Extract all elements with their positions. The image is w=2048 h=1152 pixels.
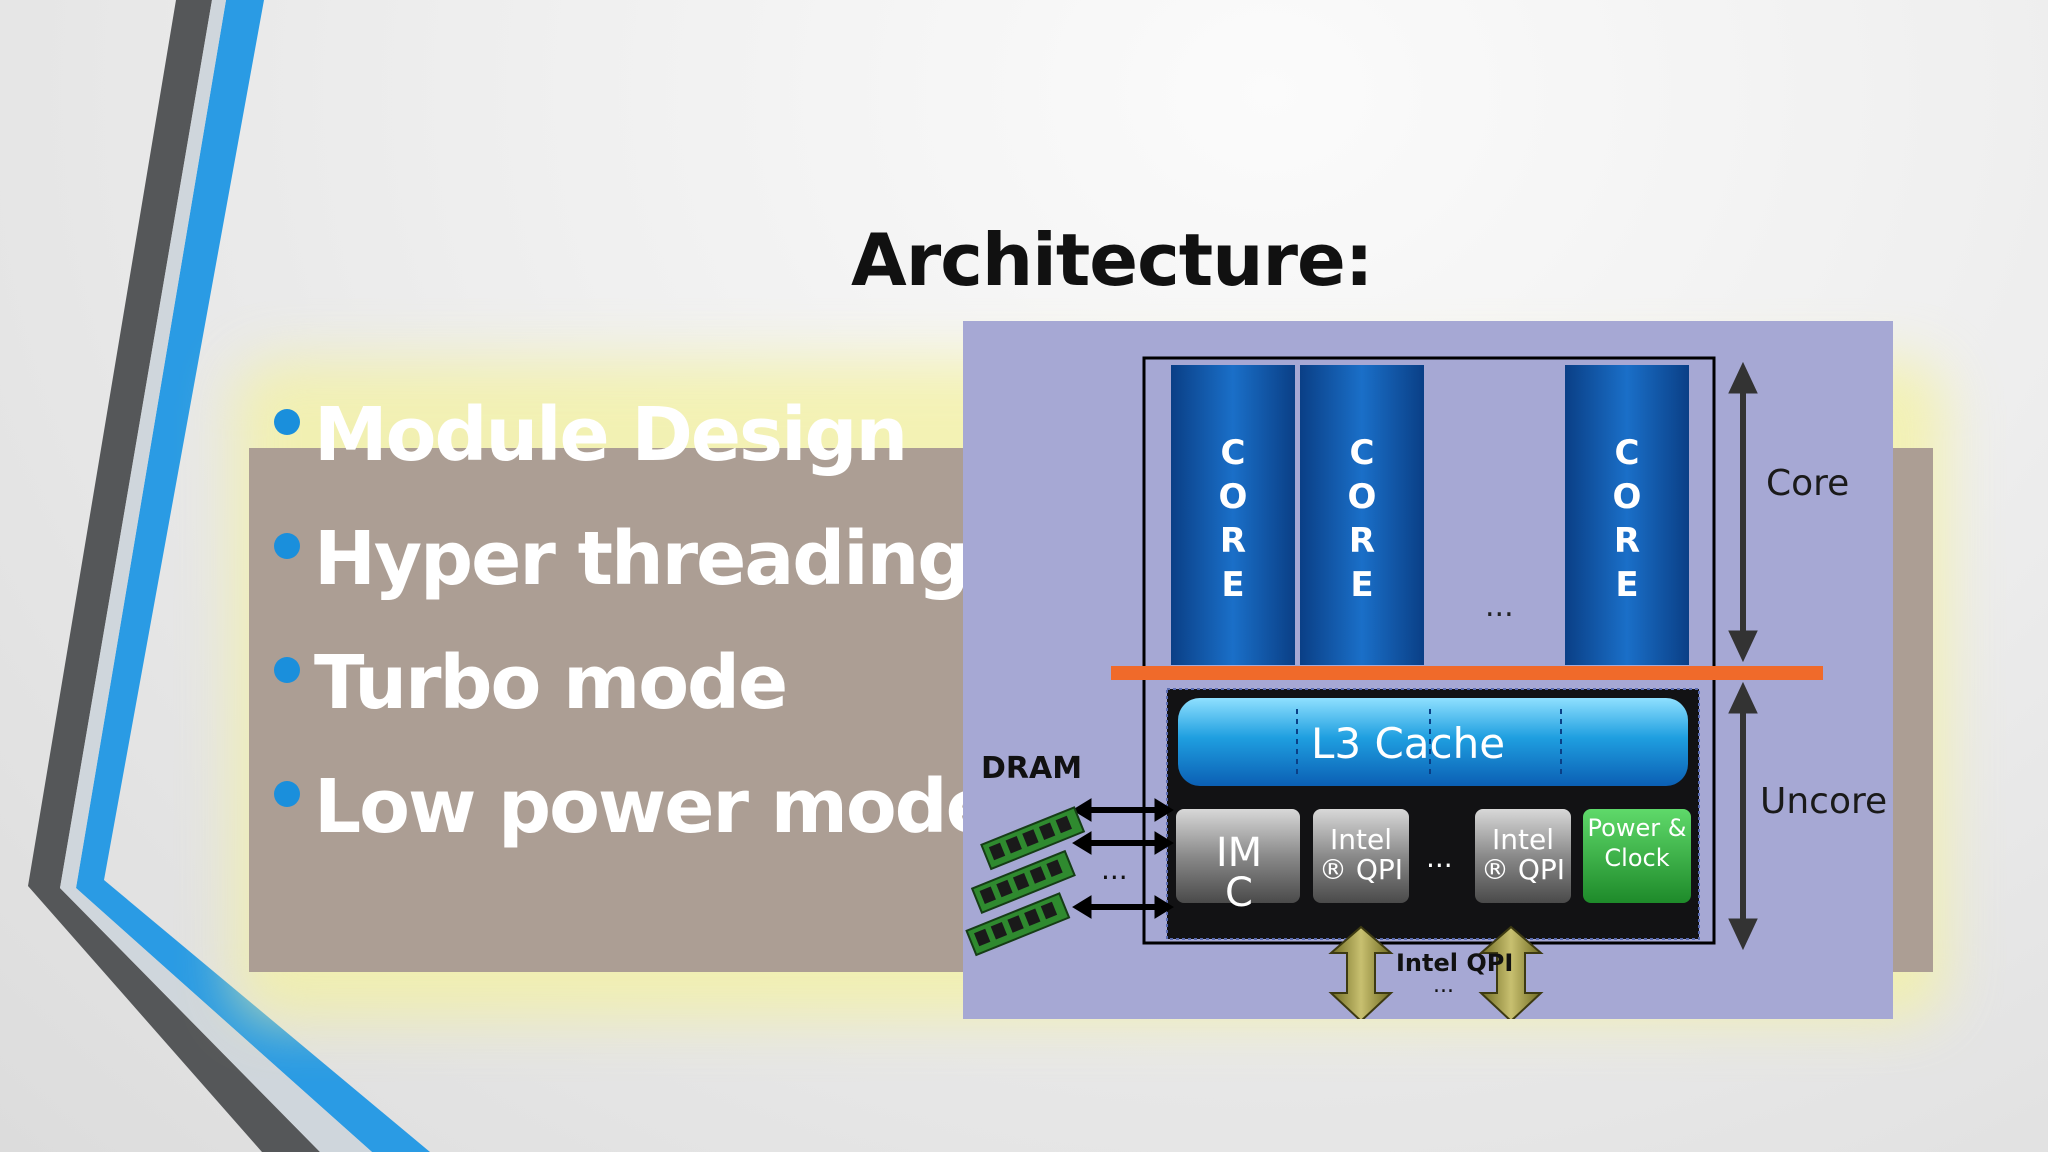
qpi-link-arrow xyxy=(1328,925,1394,1019)
uncore-span-arrow xyxy=(1728,681,1758,951)
core-label: CORE xyxy=(1347,433,1377,605)
bullet-text: Turbo mode xyxy=(314,640,788,726)
qpi-block xyxy=(1313,809,1409,903)
core-ellipsis: ... xyxy=(1485,589,1514,624)
bullet-dot-icon xyxy=(274,657,300,683)
architecture-diagram: CORE CORE CORE ... Core Uncore L3 Cache … xyxy=(963,321,1893,1019)
bullet-dot-icon xyxy=(274,781,300,807)
core-uncore-divider xyxy=(1111,666,1823,680)
core-span-arrow xyxy=(1728,361,1758,663)
core-block xyxy=(1300,365,1424,665)
bullet-text: Module Design xyxy=(314,392,908,478)
dram-label: DRAM xyxy=(981,751,1083,786)
bullet-text: Hyper threading xyxy=(314,516,970,602)
core-label: CORE xyxy=(1612,433,1642,605)
core-region-label: Core xyxy=(1766,463,1850,504)
bullet-text: Low power mode xyxy=(314,764,996,850)
blue-stripe xyxy=(76,0,430,1152)
dram-arrows xyxy=(1072,798,1174,919)
dark-stripe xyxy=(28,0,320,1152)
intel-qpi-ellipsis: ... xyxy=(1433,973,1454,998)
dram-ellipsis: ... xyxy=(1101,853,1128,886)
bullet-list: Module Design Hyper threading Turbo mode… xyxy=(262,390,996,886)
bullet-item: Module Design xyxy=(262,390,982,514)
power-clock-label: Power & Clock xyxy=(1587,814,1687,872)
imc-label: IM C xyxy=(1215,830,1263,916)
uncore-region-label: Uncore xyxy=(1760,781,1888,822)
core-block xyxy=(1171,365,1295,665)
imc-block xyxy=(1176,809,1300,903)
core-block xyxy=(1565,365,1689,665)
core-label: CORE xyxy=(1218,433,1248,605)
page-title: Architecture: xyxy=(851,218,1374,302)
qpi-block xyxy=(1475,809,1571,903)
bullet-dot-icon xyxy=(274,409,300,435)
power-clock-block xyxy=(1583,809,1691,903)
qpi-label: Intel ® QPI xyxy=(1318,823,1404,886)
qpi-ellipsis: ... xyxy=(1426,841,1453,874)
dram-modules-icon xyxy=(965,806,1086,957)
diagram-graphics xyxy=(963,321,1893,1019)
qpi-link-arrow xyxy=(1478,925,1544,1019)
intel-qpi-label: Intel QPI xyxy=(1396,949,1514,977)
light-stripe xyxy=(60,0,372,1152)
chip-outline xyxy=(1142,356,1716,945)
bullet-item: Turbo mode xyxy=(262,638,982,762)
qpi-label: Intel ® QPI xyxy=(1480,823,1566,886)
bullet-item: Hyper threading xyxy=(262,514,982,638)
bullet-item: Low power mode xyxy=(262,762,996,886)
bullet-dot-icon xyxy=(274,533,300,559)
l3-cache-label: L3 Cache xyxy=(1311,719,1506,768)
